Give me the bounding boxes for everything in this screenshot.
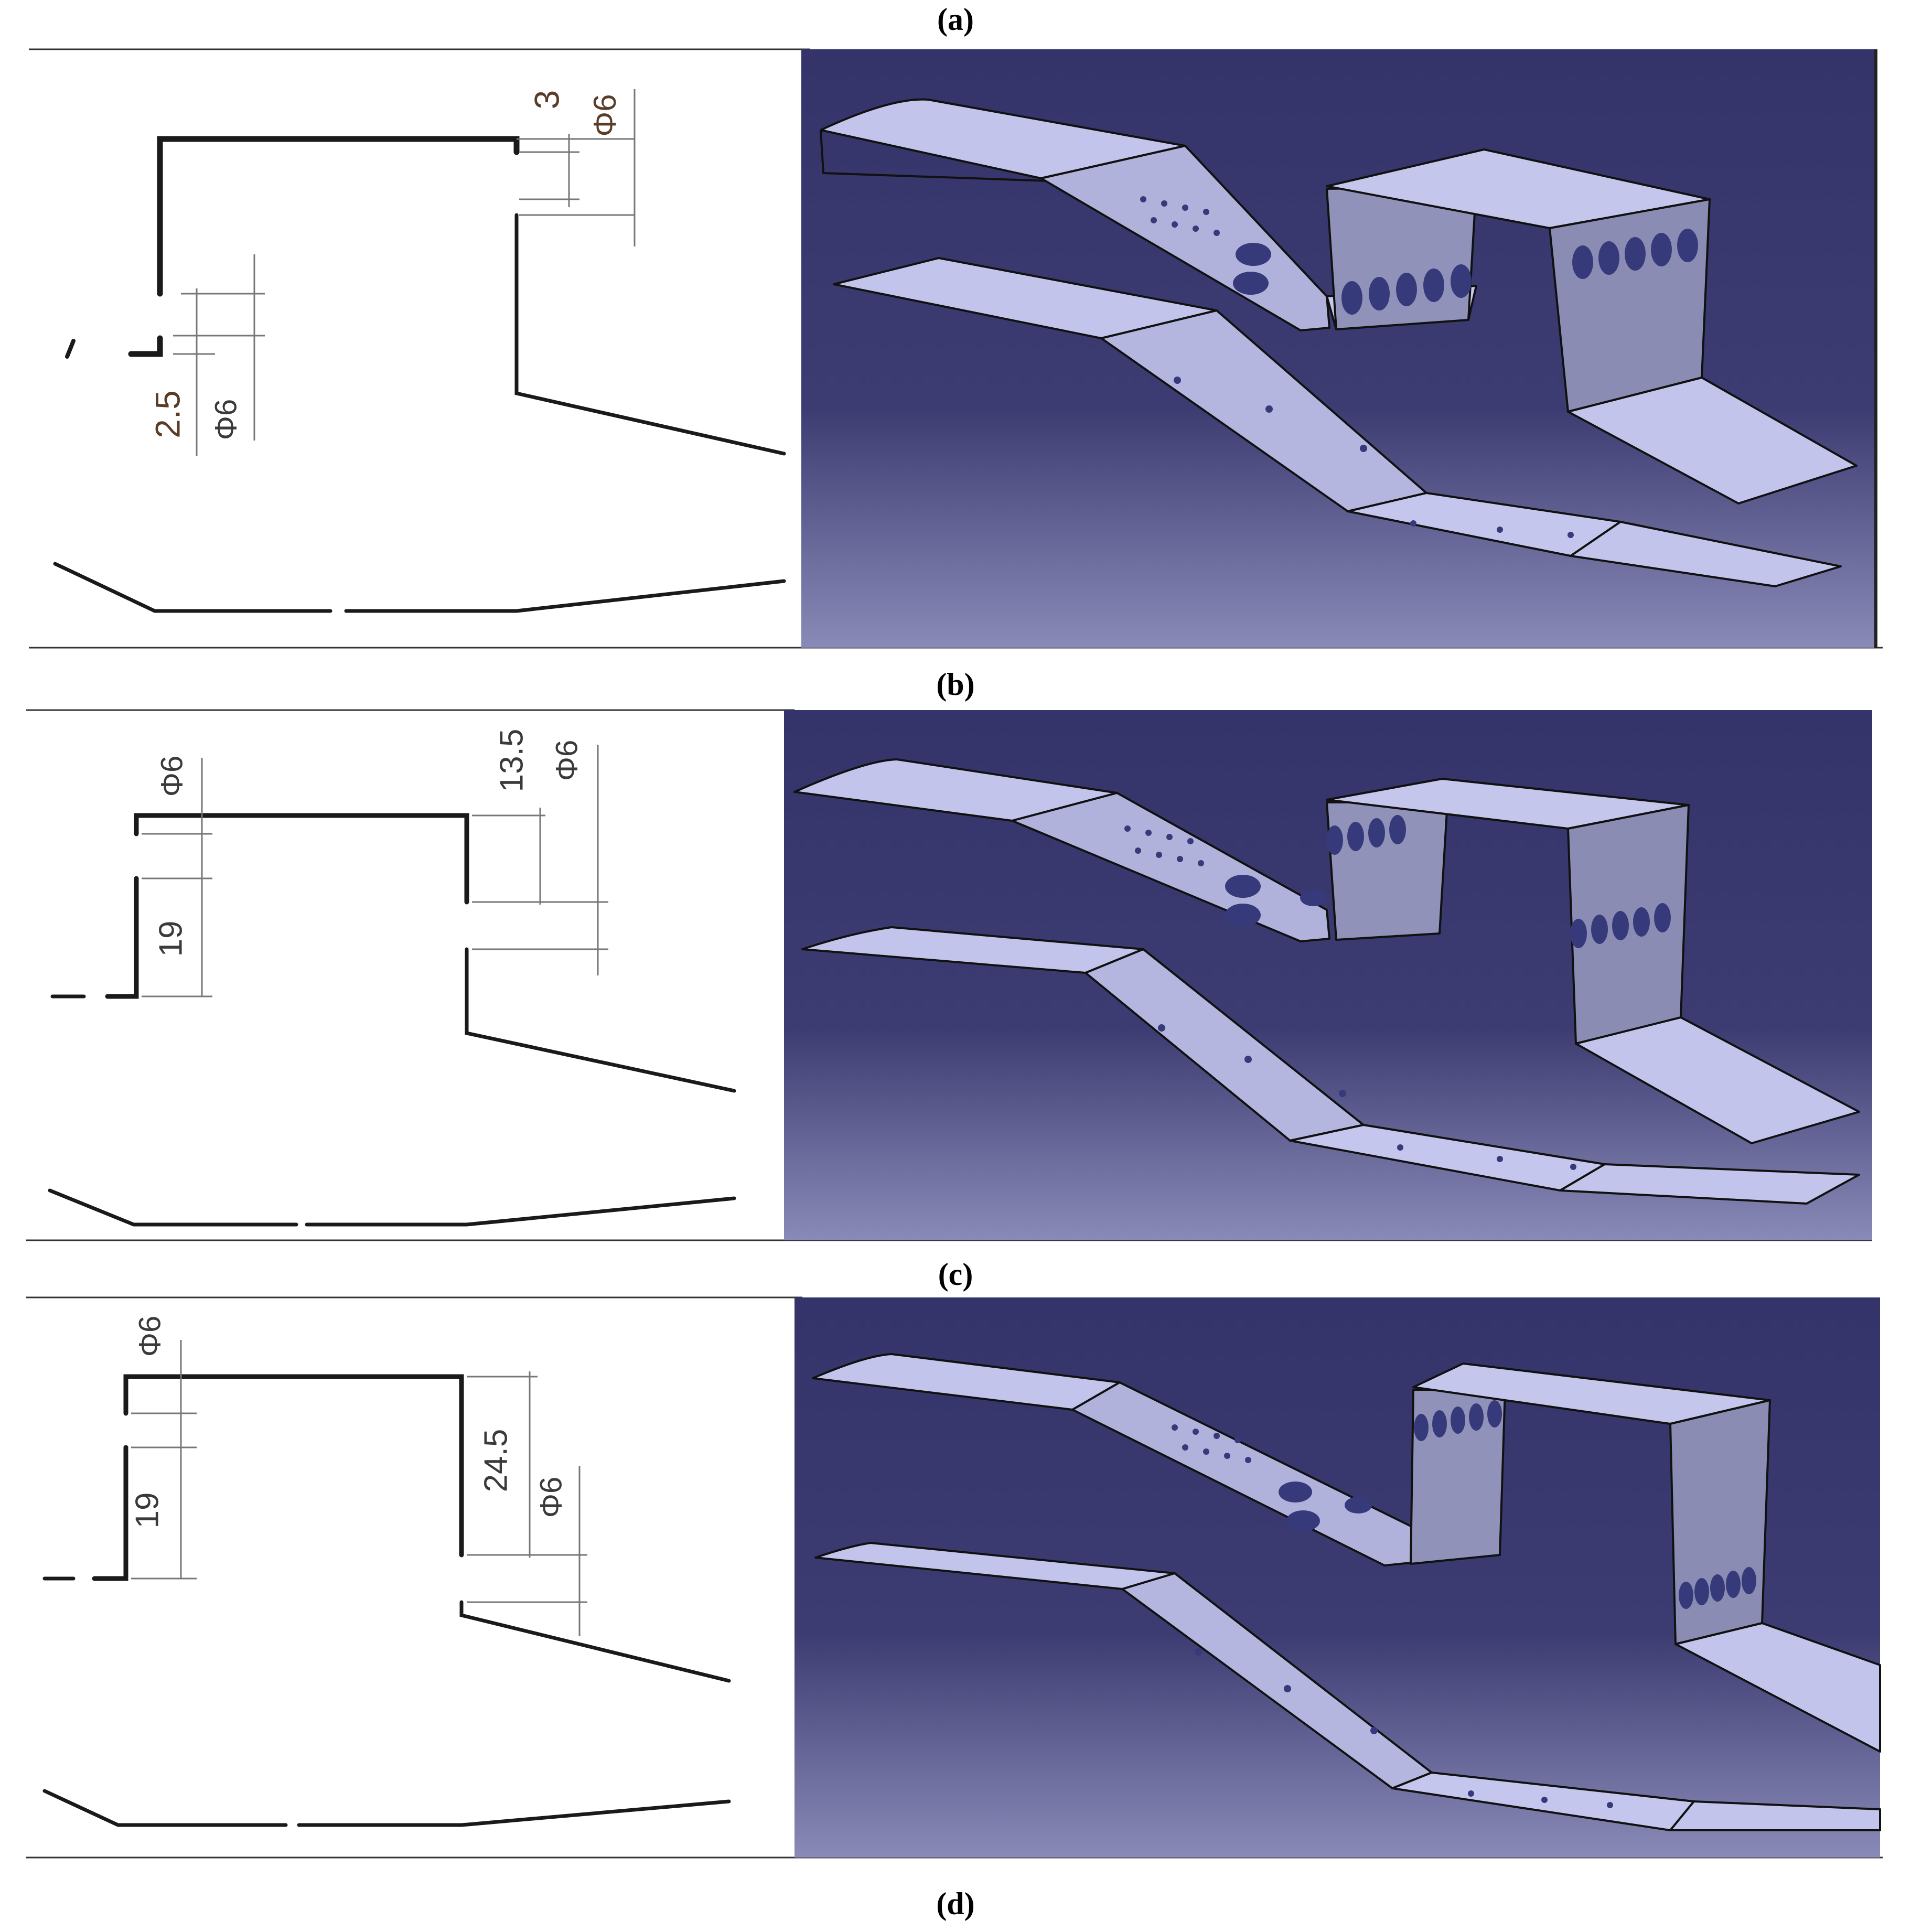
- dim-right-len: 24.5: [478, 1429, 514, 1493]
- section-drawing: [42, 1374, 731, 1827]
- dimension-lines: [131, 1340, 587, 1636]
- dimension-text: Φ6 19 13.5 Φ6: [153, 729, 584, 957]
- dim-right-dia: Φ6: [550, 740, 584, 781]
- dimension-text: 3 Φ6 2.5 Φ6: [148, 90, 622, 441]
- hole-pattern: [1172, 1400, 1756, 1808]
- dim-left-dia: Φ6: [133, 1316, 167, 1357]
- panel-c: Φ6 19 24.5 Φ6: [26, 1296, 1883, 1859]
- dimension-lines: [142, 745, 608, 997]
- hole-pattern: [1124, 815, 1671, 1170]
- cad-viewport: [801, 49, 1877, 648]
- dim-top-dia: Φ6: [587, 94, 622, 136]
- section-drawing: [53, 136, 786, 613]
- panel-a: 3 Φ6 2.5 Φ6: [29, 48, 1883, 649]
- dim-top-gap: 3: [527, 90, 566, 110]
- dim-right-len: 13.5: [493, 729, 530, 792]
- dim-left-dia: Φ6: [155, 756, 189, 797]
- dim-left-gap: 2.5: [148, 390, 187, 438]
- hole-pattern: [1140, 196, 1698, 538]
- panel-b: Φ6 19 13.5 Φ6: [26, 709, 1872, 1241]
- cad-viewport: [795, 1297, 1881, 1858]
- cad-viewport: [784, 710, 1872, 1240]
- dimension-lines: [173, 89, 636, 456]
- figure-label-c: (c): [938, 1257, 973, 1292]
- dim-left-len: 19: [129, 1493, 165, 1529]
- dim-left-dia: Φ6: [209, 399, 243, 441]
- dim-left-len: 19: [153, 921, 189, 957]
- section-drawing: [48, 813, 736, 1227]
- dimension-text: Φ6 19 24.5 Φ6: [129, 1316, 568, 1529]
- figure-label-b: (b): [936, 667, 975, 702]
- dim-right-dia: Φ6: [534, 1477, 568, 1518]
- figure-label-d: (d): [936, 1886, 975, 1921]
- figure-label-a: (a): [937, 2, 974, 37]
